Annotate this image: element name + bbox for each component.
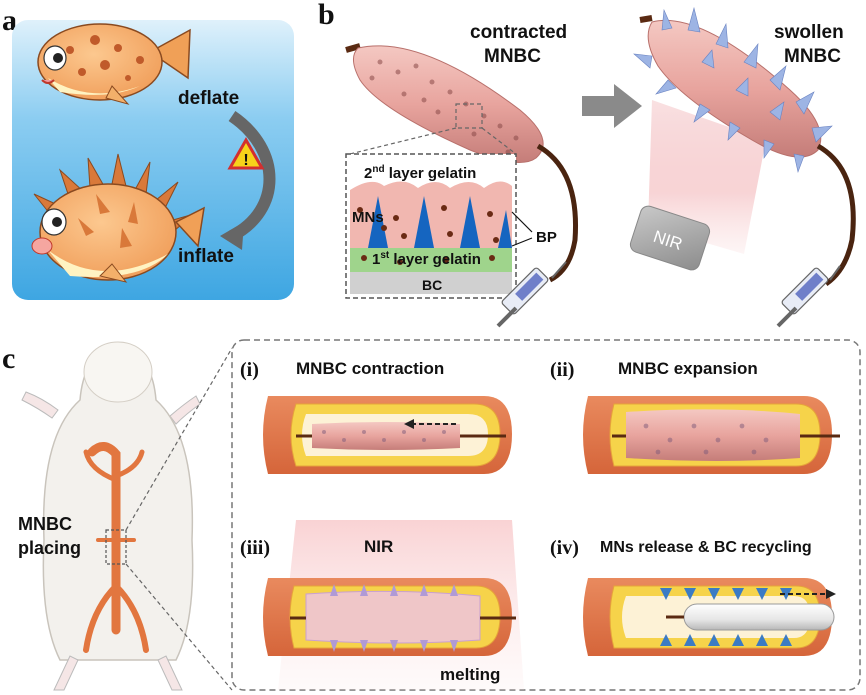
panel-label-a: a — [2, 4, 17, 37]
layer2-label: 2nd layer gelatin — [364, 164, 476, 182]
zoom-box — [455, 103, 483, 129]
bc-label: BC — [422, 277, 442, 293]
contracted-label-line1: contracted — [470, 22, 567, 43]
cycle-arrow-head — [220, 222, 244, 250]
subpanel-iii-number: (iii) — [240, 537, 270, 559]
transition-arrow — [582, 84, 642, 128]
nir-device — [629, 205, 711, 271]
contracted-label-line2: MNBC — [484, 46, 541, 67]
inflated-pufferfish — [31, 153, 205, 283]
mns-label: MNs — [352, 209, 384, 226]
subpanel-i-title: MNBC contraction — [296, 359, 444, 378]
vessel-i — [263, 396, 512, 474]
vessel-iv — [583, 578, 836, 656]
vessel-iii — [263, 578, 516, 656]
panel-label-c: c — [2, 342, 15, 375]
placing-label-line2: placing — [18, 538, 81, 558]
melting-label: melting — [440, 665, 500, 684]
swollen-mnbc — [633, 6, 856, 287]
subpanel-frame — [231, 339, 861, 691]
subpanel-iii-title: NIR — [364, 537, 393, 556]
subpanel-ii-number: (ii) — [550, 359, 574, 381]
aorta — [83, 442, 149, 653]
warning-mark: ! — [243, 152, 248, 169]
panel-label-b: b — [318, 0, 335, 31]
subpanel-iv-title: MNs release & BC recycling — [600, 539, 812, 556]
contracted-mnbc — [345, 43, 579, 283]
layer1-label: 1st layer gelatin — [372, 250, 481, 268]
deflated-pufferfish — [37, 23, 191, 105]
warning-icon — [227, 136, 265, 170]
placement-box — [105, 529, 127, 565]
syringe-right — [776, 265, 841, 328]
inflate-label: inflate — [178, 246, 234, 267]
bp-label: BP — [536, 229, 557, 246]
subpanel-ii-title: MNBC expansion — [618, 359, 758, 378]
syringe-left — [496, 261, 567, 328]
layer-inset — [345, 153, 517, 299]
deflate-label: deflate — [178, 88, 239, 109]
subpanel-iv-number: (iv) — [550, 537, 579, 559]
cycle-arrow — [228, 111, 276, 242]
vessel-ii — [583, 396, 840, 474]
swollen-label-line2: MNBC — [784, 46, 841, 67]
swollen-label-line1: swollen — [774, 22, 844, 43]
subpanel-i-number: (i) — [240, 359, 259, 381]
placing-label-line1: MNBC — [18, 514, 72, 534]
